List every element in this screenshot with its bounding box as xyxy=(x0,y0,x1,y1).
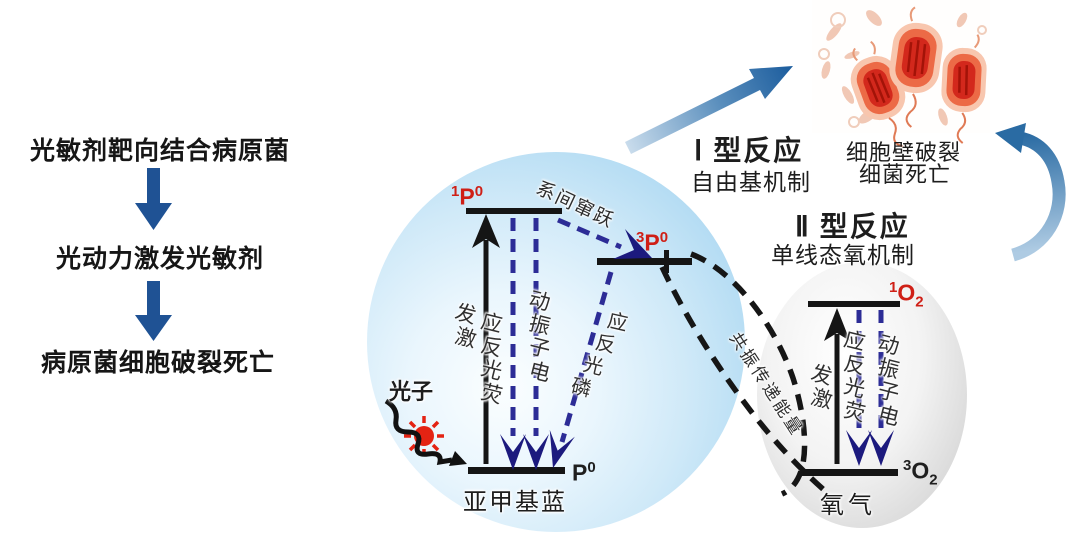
label-char: 电 xyxy=(526,357,553,386)
flow-step-3: 病原菌细胞破裂死亡 xyxy=(41,349,276,377)
label-char: 子 xyxy=(875,377,902,407)
label-char: 荧 xyxy=(841,397,868,426)
ps-ground-state-label: P0 xyxy=(572,460,596,485)
ruptured-bacteria-image xyxy=(812,0,990,148)
label-char: 应 xyxy=(478,308,505,338)
type1-mechanism: 自由基机制 xyxy=(691,170,811,195)
o2-vibration-arrow xyxy=(868,310,894,466)
label-char: 发 xyxy=(808,360,835,390)
result-cell-wall-rupture: 细胞壁破裂 xyxy=(846,140,962,165)
label-char: 激 xyxy=(808,384,835,413)
ps-phosphorescence-arrow xyxy=(549,271,614,468)
state-sup: 0 xyxy=(587,459,596,476)
oxygen-label: 氧气 xyxy=(820,493,876,519)
state-sub: 2 xyxy=(929,471,938,489)
label-char: 动 xyxy=(875,330,902,360)
o2-fluorescence-label: 荧光反应 xyxy=(841,326,868,426)
photon-burst-icon xyxy=(404,416,444,456)
o2-singlet-state-label: 1O2 xyxy=(889,280,924,309)
ps-energy-level-bars xyxy=(466,208,692,474)
o2-vibration-label: 电子振动 xyxy=(875,330,902,430)
label-char: 发 xyxy=(452,299,479,329)
ps-triplet-state-label: 3P0 xyxy=(636,230,668,255)
ps-excitation-arrow xyxy=(472,214,500,464)
ps-intersystem-crossing-arrow xyxy=(557,217,652,259)
state-base: O xyxy=(897,279,916,306)
type2-mechanism: 单线态氧机制 xyxy=(771,243,915,268)
type1-reaction-arrow xyxy=(625,66,793,154)
ps-vibration-arrow xyxy=(523,218,549,470)
photon-icon xyxy=(384,398,467,466)
label-char: 反 xyxy=(478,332,505,361)
type2-curved-arrow xyxy=(995,123,1066,262)
state-base: P xyxy=(572,459,588,486)
flow-step-1: 光敏剂靶向结合病原菌 xyxy=(30,137,291,165)
state-sup: 3 xyxy=(903,457,912,474)
result-bacteria-death: 细菌死亡 xyxy=(859,162,952,187)
flow-down-arrow-1 xyxy=(135,168,172,230)
label-char: 磷 xyxy=(568,375,594,402)
label-char: 反 xyxy=(841,350,868,379)
ps-vibration-label: 电子振动 xyxy=(526,286,553,386)
state-base: P xyxy=(459,183,475,210)
bacterium-2 xyxy=(889,6,943,128)
ps-singlet-state-label: 1P0 xyxy=(451,184,483,209)
label-char: 光 xyxy=(478,355,505,385)
o2-fluorescence-arrow xyxy=(846,310,872,466)
label-char: 光 xyxy=(841,373,868,403)
o2-energy-level-bars xyxy=(801,301,900,476)
bacterium-3 xyxy=(941,34,987,144)
ps-fluorescence-arrow xyxy=(500,218,526,470)
label-char: 电 xyxy=(875,401,902,430)
state-sup: 3 xyxy=(636,229,645,246)
label-char: 反 xyxy=(592,332,618,359)
label-char: 荧 xyxy=(478,379,505,408)
cell-debris xyxy=(821,10,968,126)
state-sup: 1 xyxy=(451,183,460,200)
flow-down-arrow-2 xyxy=(135,281,172,341)
label-char: 光 xyxy=(580,353,606,380)
type1-title: Ⅰ 型反应 xyxy=(694,136,804,167)
label-char: 应 xyxy=(604,310,630,337)
state-base: O xyxy=(911,457,930,484)
label-char: 应 xyxy=(841,326,868,356)
label-char: 振 xyxy=(875,354,902,383)
photon-label: 光子 xyxy=(389,379,434,404)
label-char: 激 xyxy=(452,323,479,352)
o2-excitation-label: 激发 xyxy=(808,360,835,413)
energy-transfer-curves xyxy=(659,251,826,497)
label-char: 子 xyxy=(526,333,553,363)
o2-excitation-arrow xyxy=(824,308,850,464)
ps-excitation-label: 激发 xyxy=(452,299,479,352)
state-sup: 1 xyxy=(889,279,898,296)
state-base: P xyxy=(644,229,660,256)
methylene-blue-label: 亚甲基蓝 xyxy=(463,490,567,516)
label-char: 动 xyxy=(526,286,553,316)
state-sup: 0 xyxy=(474,183,484,200)
ps-fluorescence-label: 荧光反应 xyxy=(478,308,505,408)
type2-title: Ⅱ 型反应 xyxy=(795,212,910,243)
state-sub: 2 xyxy=(915,293,924,311)
flow-step-2: 光动力激发光敏剂 xyxy=(56,245,265,273)
o2-ground-state-label: 3O2 xyxy=(903,458,938,487)
state-sup: 0 xyxy=(659,229,669,246)
label-char: 振 xyxy=(526,310,553,339)
